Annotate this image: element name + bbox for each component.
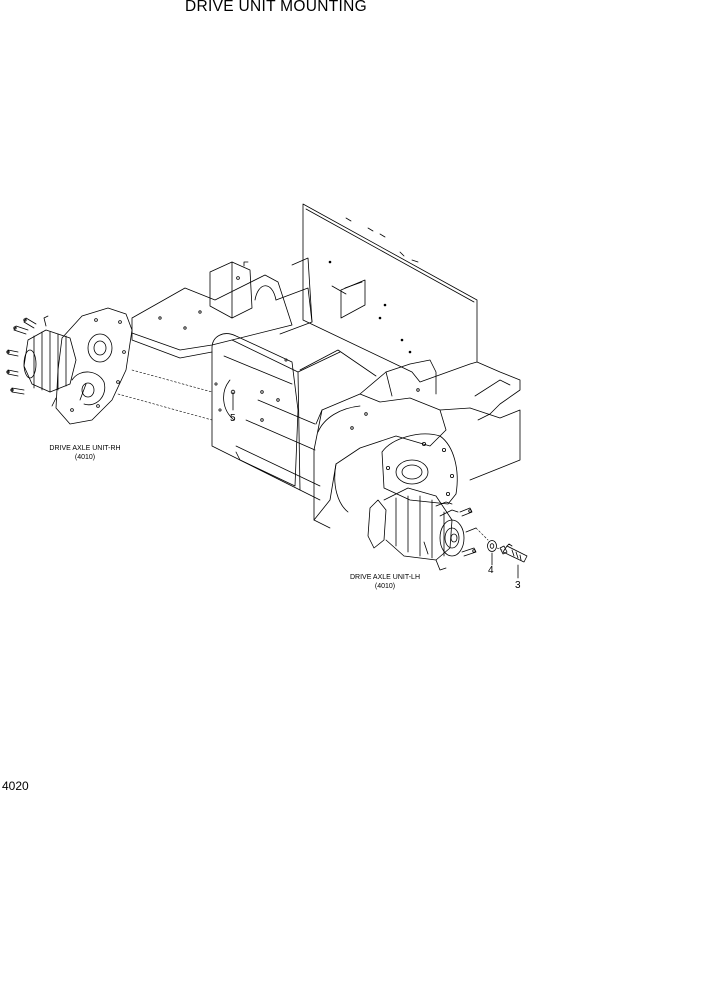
drive-axle-rh-assembly (6, 307, 133, 425)
central-box-frame (211, 333, 377, 501)
bolt-part-3 (499, 543, 528, 579)
drive-axle-lh-label: DRIVE AXLE UNIT-LH (4010) (330, 573, 440, 591)
left-upright-bracket (209, 257, 313, 335)
drive-axle-rh-name: DRIVE AXLE UNIT-RH (49, 445, 121, 452)
drive-axle-lh-name: DRIVE AXLE UNIT-LH (349, 574, 421, 581)
floor-plate (131, 274, 293, 359)
page-title: DRIVE UNIT MOUNTING (185, 0, 367, 15)
right-side-plate (313, 359, 447, 529)
drive-axle-lh-code: (4010) (374, 583, 396, 590)
washer-part-4 (487, 540, 497, 566)
drive-axle-lh-assembly (367, 433, 477, 571)
page-number: 4020 (2, 779, 29, 793)
callout-washer: 4 (488, 565, 494, 576)
callout-pin: 5 (230, 413, 236, 424)
right-rear-bracket (439, 361, 521, 481)
rear-frame-plate (302, 203, 478, 383)
drive-axle-rh-label: DRIVE AXLE UNIT-RH (4010) (30, 444, 140, 462)
assembly-guide-lines (117, 369, 503, 551)
pin-part-5 (230, 389, 236, 411)
callout-bolt: 3 (515, 580, 521, 591)
drive-axle-rh-code: (4010) (74, 454, 96, 461)
